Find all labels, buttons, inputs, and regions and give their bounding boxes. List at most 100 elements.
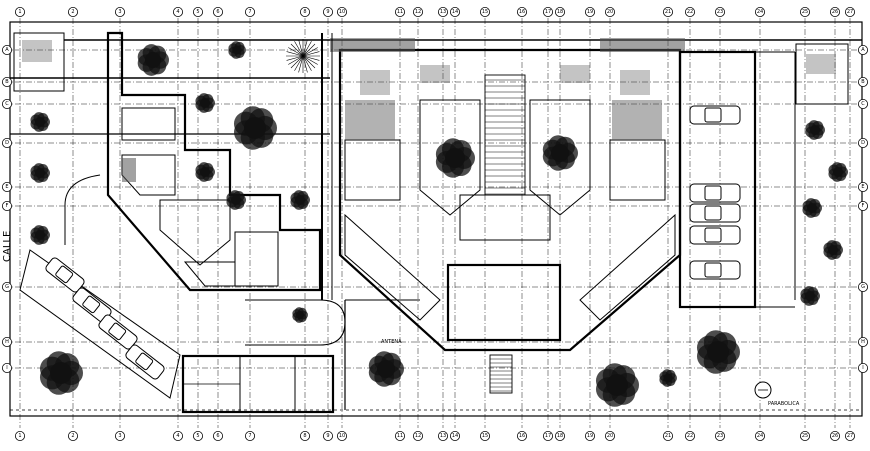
grid-bubble-top-label: 5	[196, 9, 199, 15]
grid-bubble-bottom: 22	[685, 430, 696, 441]
west-room-d	[234, 231, 279, 287]
south-stair-treads	[490, 358, 512, 392]
grid-bubble-top: 10	[336, 7, 347, 17]
grid-bubble-bottom: 2	[68, 430, 79, 441]
east-guard-fixtures	[806, 54, 836, 74]
tree-symbol	[233, 106, 277, 150]
grid-bubble-bottom-label: 16	[519, 433, 525, 439]
central-diagonal-room-east	[579, 213, 676, 321]
hatched-block-nw	[360, 70, 390, 95]
grid-bubble-top: 19	[585, 7, 596, 17]
central-room-west	[344, 139, 401, 201]
grid-bubble-top-label: 18	[557, 9, 563, 15]
grid-bubble-bottom-label: 11	[397, 433, 403, 439]
grid-bubble-bottom-label: 14	[452, 433, 458, 439]
grid-bubble-bottom-label: 12	[415, 433, 421, 439]
tree-symbol	[696, 330, 741, 374]
grid-bubble-bottom-label: 21	[665, 433, 671, 439]
grid-bubble-bottom-label: 17	[545, 433, 551, 439]
west-room-a	[121, 107, 176, 141]
grid-bubble-bottom: 20	[605, 430, 616, 441]
grid-bubble-right-label: H	[861, 339, 865, 345]
stair-treads	[485, 79, 525, 195]
grid-bubble-top-label: 2	[71, 9, 74, 15]
central-patio-east	[529, 99, 591, 216]
tree-symbol	[542, 135, 578, 171]
grid-bubble-top: 21	[663, 7, 674, 17]
dish-label: PARABOLICA	[768, 401, 800, 407]
grid-bubble-top-label: 4	[176, 9, 179, 15]
south-entry-stair	[489, 354, 513, 394]
grid-bubble-right-label: B	[861, 79, 865, 85]
grid-bubble-top-label: 13	[440, 9, 446, 15]
grid-bubble-right: C	[858, 99, 869, 110]
grid-bubble-bottom-label: 2	[71, 433, 74, 439]
grid-bubbles: 1122334455667788991010111112121313141415…	[2, 7, 869, 441]
grid-bubble-top-label: 22	[687, 9, 693, 15]
central-hall	[446, 263, 562, 342]
grid-bubble-left: C	[2, 99, 12, 110]
grid-bubble-top: 25	[800, 7, 811, 17]
grid-bubble-top-label: 8	[303, 9, 306, 15]
tree-symbol	[226, 190, 246, 210]
grid-bubble-bottom: 25	[800, 430, 811, 441]
grid-bubble-bottom: 15	[479, 430, 490, 441]
grid-bubble-right: A	[858, 45, 869, 56]
grid-bubble-bottom: 7	[244, 430, 255, 441]
antenna-label: ANTENA	[381, 339, 402, 345]
guard-house	[13, 32, 65, 92]
grid-bubble-bottom-label: 9	[326, 433, 329, 439]
grid-bubble-top: 12	[412, 7, 423, 17]
grid-bubble-bottom: 8	[299, 430, 310, 441]
grid-bubble-top: 6	[212, 7, 223, 17]
grid-bubble-top-label: 10	[339, 9, 345, 15]
grid-bubble-left-label: G	[5, 284, 9, 290]
grid-bubble-right: I	[858, 362, 869, 373]
trees	[30, 41, 848, 407]
grid-bubble-left-label: E	[5, 184, 8, 190]
grid-bubble-bottom-label: 15	[482, 433, 488, 439]
tree-symbol	[195, 162, 215, 182]
grid-bubble-right: B	[858, 77, 869, 88]
parked-car	[125, 344, 165, 380]
grid-bubble-bottom: 21	[663, 430, 674, 441]
grid-bubble-left-label: C	[5, 101, 9, 107]
grid-bubble-right-label: F	[862, 203, 865, 209]
driveway-curve	[64, 174, 101, 206]
grid-bubble-top: 27	[845, 7, 856, 17]
grid-bubble-bottom: 10	[336, 430, 347, 441]
grid-bubble-bottom-label: 10	[339, 433, 345, 439]
grid-bubble-top: 18	[555, 7, 566, 17]
tree-symbol	[828, 162, 848, 182]
grid-bubble-left-label: H	[5, 339, 9, 345]
grid-bubble-bottom-label: 7	[248, 433, 251, 439]
tree-symbol	[290, 190, 310, 210]
grid-bubble-bottom: 3	[115, 430, 126, 441]
grid-bubble-top-label: 15	[482, 9, 488, 15]
grid-bubble-bottom-label: 8	[303, 433, 306, 439]
grid-bubble-left-label: A	[5, 47, 9, 53]
grid-bubble-right: D	[858, 137, 869, 148]
grid-bubble-left: D	[2, 137, 12, 148]
tree-symbol	[659, 369, 677, 387]
grid-bubble-bottom: 4	[172, 430, 183, 441]
grid-bubble-bottom-label: 22	[687, 433, 693, 439]
west-wing-outline	[106, 31, 322, 292]
grid-bubble-left: H	[2, 336, 12, 347]
central-room-east	[609, 139, 666, 201]
grid-bubble-top: 8	[299, 7, 310, 17]
grid-bubble-right-label: A	[861, 47, 865, 53]
west-room-e	[183, 261, 236, 287]
central-patio-west	[419, 99, 481, 216]
grid-bubble-top: 15	[479, 7, 490, 17]
grid-bubble-top-label: 19	[587, 9, 593, 15]
grid-bubble-top-label: 26	[832, 9, 838, 15]
grid-bubble-bottom-label: 23	[717, 433, 723, 439]
grid-bubble-bottom: 27	[845, 430, 856, 441]
grid-bubble-top: 13	[437, 7, 448, 17]
grid-bubble-top: 9	[322, 7, 333, 17]
grid-bubble-top-label: 14	[452, 9, 458, 15]
grid-bubble-top-label: 24	[757, 9, 763, 15]
tree-symbol	[823, 240, 843, 260]
